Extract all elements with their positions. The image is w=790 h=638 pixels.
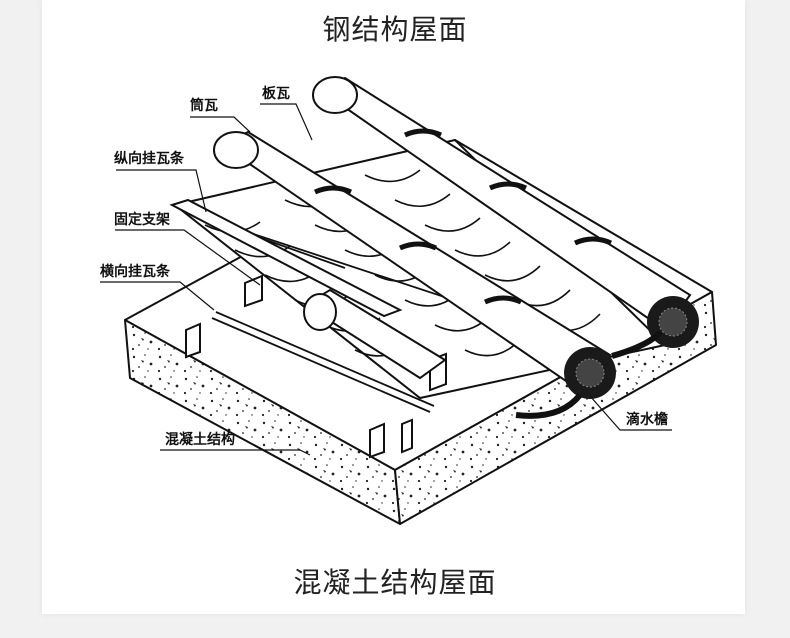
label-plate-tile: 板瓦 — [262, 85, 290, 102]
label-drip-tile: 滴水檐 — [626, 411, 668, 428]
drip-tiles — [515, 296, 699, 419]
label-transverse-batten: 横向挂瓦条 — [100, 263, 171, 280]
label-fixing-bracket: 固定支架 — [114, 211, 170, 228]
label-concrete-structure: 混凝土结构 — [165, 431, 235, 448]
fixing-brackets — [185, 274, 447, 459]
longitudinal-batten — [169, 198, 403, 318]
tube-tile-row-front — [303, 288, 447, 380]
label-longitudinal-batten: 纵向挂瓦条 — [114, 150, 185, 167]
tube-tile-row-back — [312, 76, 692, 332]
steel-roof-title: 钢结构屋面 — [322, 13, 468, 46]
leader-lines — [100, 103, 672, 456]
tube-tile-row-middle — [213, 130, 612, 394]
concrete-roof-title: 混凝土结构屋面 — [293, 566, 497, 599]
label-tube-tile: 筒瓦 — [190, 97, 218, 114]
